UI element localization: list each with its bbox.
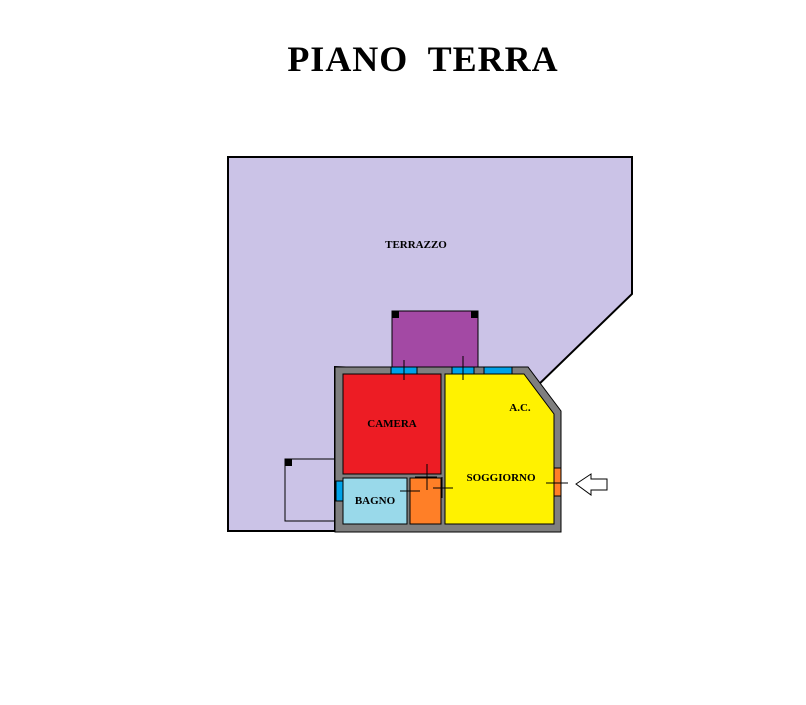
porch-pillar-right	[471, 311, 478, 318]
entrance-arrow-icon	[575, 473, 608, 496]
label-bagno: BAGNO	[355, 495, 396, 507]
entrance-door	[553, 467, 562, 497]
room-bagno	[342, 477, 408, 525]
room-camera	[342, 373, 442, 475]
porch-area	[391, 310, 479, 369]
storage-pillar	[285, 459, 292, 466]
label-terrazzo: TERRAZZO	[385, 239, 447, 251]
porch-pillar-left	[392, 311, 399, 318]
page-title: PIANO TERRA	[287, 39, 559, 79]
door-marks	[400, 356, 568, 498]
room-closet	[409, 477, 442, 525]
label-ac: A.C.	[509, 402, 531, 414]
window-soggiorno-right	[483, 366, 513, 375]
window-bagno	[335, 480, 344, 502]
label-camera: CAMERA	[367, 418, 417, 430]
room-soggiorno	[444, 373, 555, 525]
label-soggiorno: SOGGIORNO	[466, 472, 536, 484]
